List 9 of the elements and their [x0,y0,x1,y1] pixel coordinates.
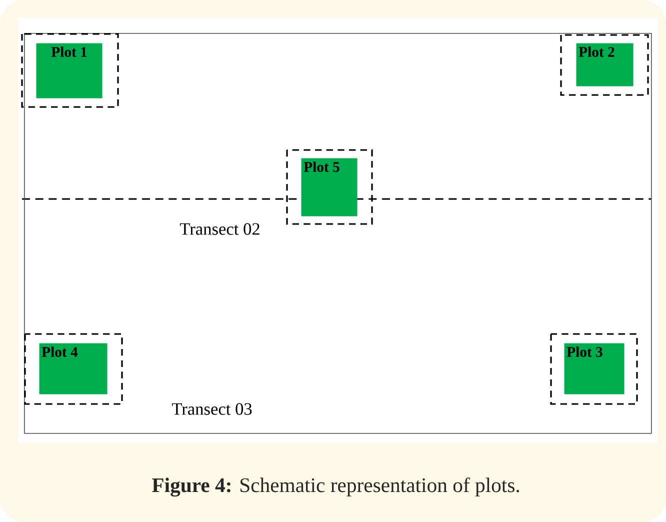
transect-label: Transect 03 [172,403,252,415]
field-boundary [24,33,652,434]
plot-box: Plot 3 [564,343,624,394]
plot-box: Plot 2 [576,43,634,86]
figure-caption: Figure 4: Schematic representation of plots. [152,477,519,497]
plot-box: Plot 5 [301,158,358,216]
plot-box: Plot 1 [36,43,102,98]
plot-box: Plot 4 [39,343,108,394]
transect-label: Transect 02 [180,223,260,235]
